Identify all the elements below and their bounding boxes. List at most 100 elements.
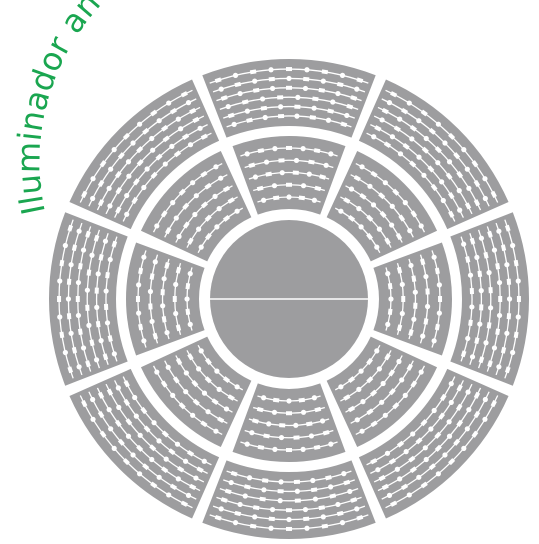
outer-led-dot — [440, 197, 446, 204]
outer-led-chip — [173, 150, 182, 158]
outer-led-dot — [504, 330, 510, 336]
inner-led-dot — [431, 338, 437, 344]
inner-led-chip — [308, 159, 315, 165]
inner-segment — [126, 242, 205, 356]
inner-led-chip — [222, 185, 231, 193]
outer-led-dot — [111, 147, 117, 153]
outer-panel — [202, 58, 376, 138]
inner-led-dot — [420, 333, 426, 339]
inner-led-chip — [353, 174, 361, 182]
outer-led-dot — [90, 416, 96, 422]
outer-led-chip — [350, 95, 358, 101]
outer-led-dot — [464, 166, 470, 172]
outer-led-dot — [510, 349, 516, 356]
inner-led-chip — [396, 324, 403, 332]
outer-led-dot — [93, 357, 100, 363]
outer-led-dot — [435, 160, 441, 166]
inner-led-dot — [382, 180, 388, 186]
inner-led-dot — [354, 417, 360, 423]
inner-led-chip — [395, 232, 403, 241]
outer-led-chip — [114, 171, 122, 179]
outer-led-dot — [304, 67, 310, 73]
inner-led-chip — [204, 214, 212, 222]
inner-led-dot — [399, 281, 405, 288]
inner-led-chip — [401, 296, 406, 302]
outer-led-dot — [125, 433, 132, 439]
outer-led-chip — [155, 153, 163, 161]
outer-led-chip — [409, 466, 417, 474]
outer-led-dot — [339, 520, 346, 526]
inner-led-dot — [431, 254, 437, 260]
outer-led-dot — [130, 452, 136, 458]
inner-led-dot — [214, 368, 220, 374]
outer-led-dot — [193, 475, 199, 481]
inner-led-dot — [311, 395, 317, 401]
outer-led-dot — [104, 320, 111, 326]
inner-led-chip — [204, 376, 212, 384]
inner-led-dot — [319, 418, 326, 424]
outer-led-chip — [487, 230, 493, 238]
outer-led-dot — [62, 349, 68, 356]
outer-panel — [202, 460, 376, 540]
outer-led-chip — [490, 400, 497, 408]
outer-led-chip — [286, 526, 292, 531]
inner-led-chip — [222, 215, 231, 222]
outer-led-dot — [277, 498, 283, 504]
inner-segment — [232, 136, 346, 215]
outer-led-dot — [225, 103, 231, 110]
inner-led-dot — [408, 262, 414, 269]
inner-led-dot — [198, 244, 204, 250]
outer-led-chip — [180, 500, 188, 507]
inner-led-chip — [252, 418, 259, 424]
outer-led-dot — [488, 305, 494, 311]
outer-led-ring — [48, 58, 530, 540]
outer-led-dot — [330, 99, 336, 105]
inner-led-chip — [211, 398, 219, 406]
inner-led-chip — [319, 174, 326, 180]
outer-led-chip — [346, 103, 354, 110]
outer-led-chip — [506, 313, 512, 320]
outer-led-chip — [303, 516, 310, 522]
outer-led-dot — [478, 288, 484, 294]
outer-led-dot — [75, 312, 82, 319]
outer-led-chip — [81, 400, 88, 408]
outer-led-dot — [156, 118, 162, 124]
outer-led-dot — [478, 235, 485, 241]
outer-led-dot — [150, 147, 156, 153]
inner-led-chip — [182, 221, 190, 229]
outer-led-chip — [140, 406, 148, 415]
inner-led-chip — [227, 394, 235, 401]
inner-panel — [232, 136, 346, 215]
outer-trace — [114, 380, 208, 474]
inner-led-chip — [286, 448, 292, 453]
outer-led-dot — [98, 338, 104, 344]
inner-led-dot — [382, 412, 388, 418]
outer-led-chip — [469, 287, 475, 295]
inner-led-chip — [313, 444, 321, 450]
outer-led-dot — [68, 330, 74, 336]
inner-led-chip — [387, 282, 393, 290]
outer-led-chip — [111, 240, 118, 248]
outer-led-dot — [246, 475, 253, 481]
inner-segment — [232, 383, 346, 462]
inner-led-dot — [149, 318, 155, 325]
outer-led-chip — [440, 393, 447, 402]
inner-led-chip — [172, 296, 177, 302]
outer-led-chip — [136, 146, 144, 154]
outer-led-dot — [108, 426, 114, 432]
outer-led-dot — [397, 151, 404, 157]
inner-led-dot — [360, 399, 366, 405]
outer-led-chip — [434, 444, 442, 452]
inner-led-dot — [308, 433, 315, 439]
outer-led-chip — [66, 313, 72, 320]
outer-led-chip — [490, 190, 497, 198]
outer-led-dot — [89, 252, 95, 258]
outer-led-dot — [311, 105, 317, 111]
outer-led-chip — [67, 366, 74, 374]
inner-led-chip — [366, 376, 374, 384]
outer-led-dot — [75, 279, 82, 286]
outer-led-dot — [491, 247, 498, 253]
outer-led-chip — [456, 419, 464, 427]
inner-led-dot — [374, 244, 380, 250]
inner-led-dot — [213, 164, 219, 170]
